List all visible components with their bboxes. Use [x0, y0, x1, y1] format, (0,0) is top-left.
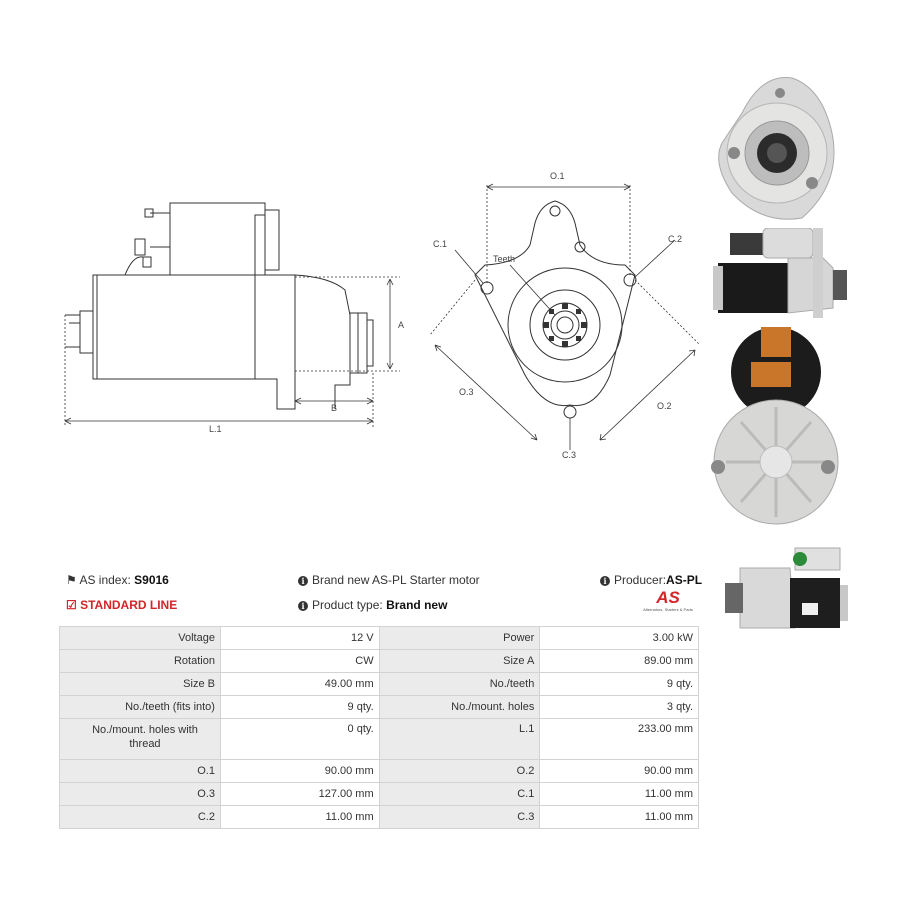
product-type: i Product type: Brand new: [298, 598, 447, 612]
info-icon: i: [298, 576, 308, 586]
description-text: Brand new AS-PL Starter motor: [312, 573, 480, 587]
dim-label-teeth: Teeth: [493, 254, 515, 264]
dim-label-o3: O.3: [459, 387, 474, 397]
dim-label-l1: L.1: [209, 424, 222, 434]
spec-value: 11.00 mm: [539, 805, 699, 829]
table-row: C.2 11.00 mm C.3 11.00 mm: [59, 805, 699, 829]
spec-label: C.1: [378, 782, 541, 806]
as-pl-logo: AS Alternators, Starters & Parts: [636, 589, 700, 613]
front-view-drawing: O.1 O.2 O.3 C.1 C.2 C.3 Teeth: [429, 171, 701, 460]
producer-label: Producer:: [614, 573, 667, 587]
info-icon: i: [600, 576, 610, 586]
spec-value: 12 V: [219, 626, 380, 650]
spec-label-text: No./mount. holes with thread: [92, 724, 198, 750]
dim-label-b: B: [331, 403, 337, 413]
spec-value: 89.00 mm: [539, 649, 699, 673]
dim-label-a: A: [398, 320, 404, 330]
dim-label-c2: C.2: [668, 234, 682, 244]
spec-label: No./teeth: [378, 672, 541, 696]
dim-label-c3: C.3: [562, 450, 576, 460]
tag-icon: ⚑: [66, 573, 77, 587]
as-index: ⚑ AS index: S9016: [66, 573, 169, 587]
table-row: Rotation CW Size A 89.00 mm: [59, 649, 699, 673]
spec-label: O.2: [378, 759, 541, 783]
spec-value: 11.00 mm: [539, 782, 699, 806]
description: i Brand new AS-PL Starter motor: [298, 573, 480, 587]
spec-label: Size A: [378, 649, 541, 673]
table-row: O.1 90.00 mm O.2 90.00 mm: [59, 759, 699, 783]
producer-value: AS-PL: [666, 573, 703, 587]
product-photo-angle: [725, 547, 848, 629]
logo-tagline: Alternators, Starters & Parts: [643, 607, 693, 612]
spec-label: No./mount. holes with thread: [59, 718, 221, 760]
spec-label: Rotation: [59, 649, 221, 673]
product-photo-front: [718, 76, 835, 220]
spec-label: Size B: [59, 672, 221, 696]
dim-label-o1: O.1: [550, 171, 565, 181]
spec-value: 90.00 mm: [539, 759, 699, 783]
spec-label: Voltage: [59, 626, 221, 650]
table-row: Size B 49.00 mm No./teeth 9 qty.: [59, 672, 699, 696]
product-type-value: Brand new: [386, 598, 448, 612]
spec-label: No./mount. holes: [378, 695, 541, 719]
spec-label: O.1: [59, 759, 221, 783]
table-row: O.3 127.00 mm C.1 11.00 mm: [59, 782, 699, 806]
as-index-label: AS index:: [79, 573, 131, 587]
spec-value: 233.00 mm: [539, 718, 699, 760]
spec-label: C.3: [378, 805, 541, 829]
table-row: No./teeth (fits into) 9 qty. No./mount. …: [59, 695, 699, 719]
spec-value: 90.00 mm: [219, 759, 380, 783]
specs-table: Voltage 12 V Power 3.00 kW Rotation CW S…: [59, 626, 699, 829]
as-index-value: S9016: [134, 573, 169, 587]
spec-value: 9 qty.: [219, 695, 380, 719]
spec-value: 3 qty.: [539, 695, 699, 719]
spec-value: 0 qty.: [219, 718, 380, 760]
dim-label-c1: C.1: [433, 239, 447, 249]
spec-value: 127.00 mm: [219, 782, 380, 806]
standard-line: ☑ STANDARD LINE: [66, 598, 177, 612]
product-type-label: Product type:: [312, 598, 383, 612]
spec-value: 9 qty.: [539, 672, 699, 696]
dim-label-o2: O.2: [657, 401, 672, 411]
table-row: No./mount. holes with thread 0 qty. L.1 …: [59, 718, 699, 760]
spec-value: CW: [219, 649, 380, 673]
product-photo-rear: [711, 327, 839, 525]
producer: i Producer:AS-PL: [600, 573, 702, 587]
spec-label: Power: [378, 626, 541, 650]
spec-value: 11.00 mm: [219, 805, 380, 829]
spec-value: 49.00 mm: [219, 672, 380, 696]
side-view-drawing: A B L.1: [64, 202, 404, 434]
logo-text: AS: [656, 588, 680, 607]
info-icon: i: [298, 601, 308, 611]
table-row: Voltage 12 V Power 3.00 kW: [59, 626, 699, 650]
standard-line-label: STANDARD LINE: [80, 598, 178, 612]
spec-label: No./teeth (fits into): [59, 695, 221, 719]
spec-label: L.1: [378, 718, 541, 760]
spec-value: 3.00 kW: [539, 626, 699, 650]
checkbox-icon: ☑: [66, 598, 77, 612]
spec-label: C.2: [59, 805, 221, 829]
product-photo-side: [713, 228, 847, 318]
spec-label: O.3: [59, 782, 221, 806]
